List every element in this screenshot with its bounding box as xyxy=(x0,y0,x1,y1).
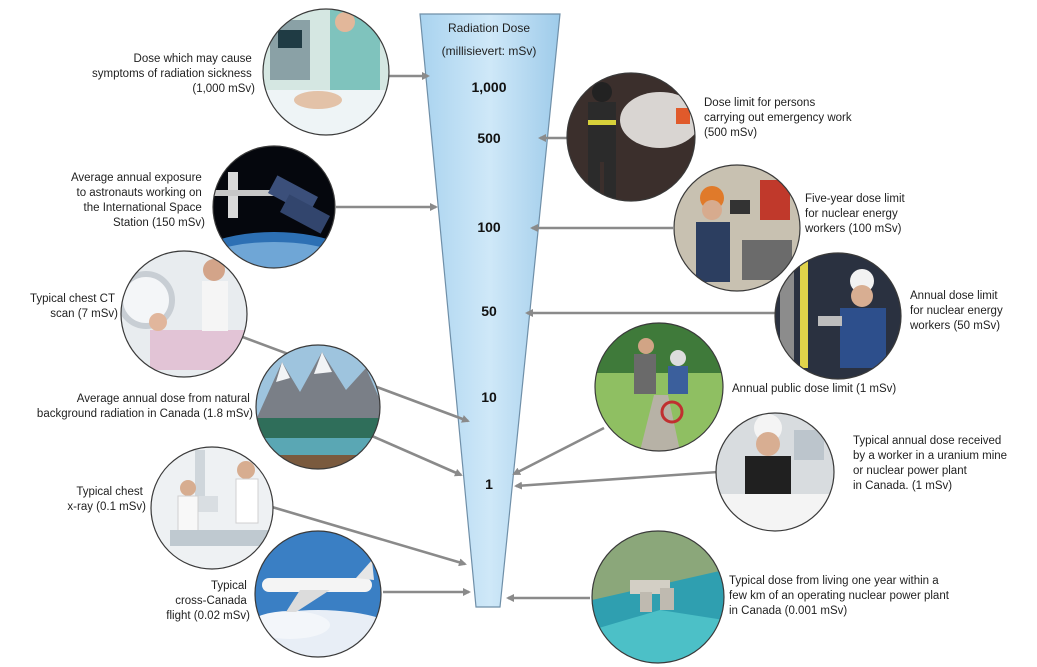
firefighter-photo xyxy=(566,72,696,202)
label-mine-worker: Typical annual dose received by a worker… xyxy=(853,435,1010,492)
label-flight: Typical cross-Canada flight (0.02 mSv) xyxy=(166,580,250,622)
arrow-mine-worker xyxy=(514,470,719,490)
tick-label-10: 10 xyxy=(481,389,497,405)
arrow-public-limit xyxy=(512,426,605,476)
tick-label-50: 50 xyxy=(481,303,497,319)
arrow-natural-background xyxy=(371,434,463,477)
dose-scale-cone xyxy=(419,13,561,608)
xray-room-photo xyxy=(150,446,274,570)
label-annual-worker-limit: Annual dose limit for nuclear energy wor… xyxy=(909,290,1006,332)
label-natural-background: Average annual dose from natural backgro… xyxy=(37,393,253,420)
label-chest-xray: Typical chest x-ray (0.1 mSv) xyxy=(67,486,146,513)
mine-worker-photo xyxy=(715,412,835,532)
hospital-patient-photo xyxy=(262,8,390,136)
label-public-limit: Annual public dose limit (1 mSv) xyxy=(732,383,896,395)
label-five-year-limit: Five-year dose limit for nuclear energy … xyxy=(804,193,908,235)
label-emergency-work: Dose limit for persons carrying out emer… xyxy=(704,97,855,139)
scale-title: Radiation Dose xyxy=(448,21,530,35)
label-radiation-sickness: Dose which may cause symptoms of radiati… xyxy=(92,53,255,95)
label-chest-ct: Typical chest CT scan (7 mSv) xyxy=(30,293,118,320)
scale-unit: (millisievert: mSv) xyxy=(442,44,537,58)
nuclear-worker-photo xyxy=(673,164,801,292)
ct-scanner-photo xyxy=(120,250,248,378)
pointer-arrows xyxy=(239,72,775,602)
label-astronauts: Average annual exposure to astronauts wo… xyxy=(71,172,205,229)
plant-technician-photo xyxy=(774,252,902,380)
tick-label-500: 500 xyxy=(477,130,501,146)
label-power-plant-neighbour: Typical dose from living one year within… xyxy=(729,575,952,617)
arrow-chest-xray xyxy=(271,505,467,567)
tick-label-1: 1 xyxy=(485,476,493,492)
mountain-lake-photo xyxy=(255,344,381,470)
family-cycling-photo xyxy=(594,322,724,452)
power-plant-aerial-photo xyxy=(591,530,725,664)
tick-label-1000: 1,000 xyxy=(471,79,506,95)
tick-label-100: 100 xyxy=(477,219,501,235)
